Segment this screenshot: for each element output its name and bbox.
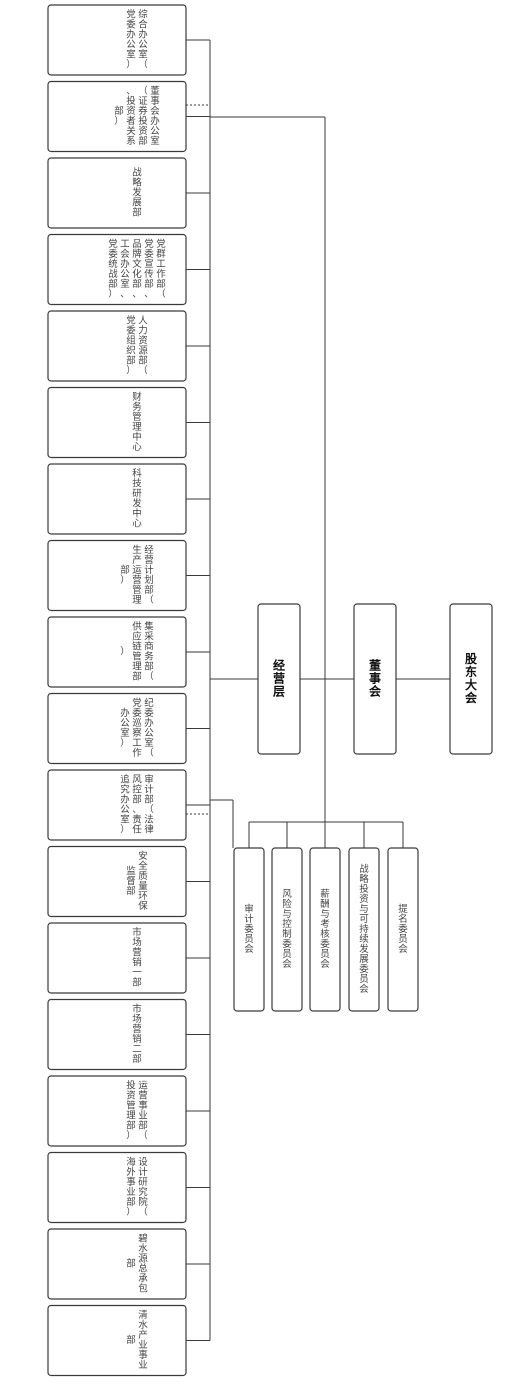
committee-box-frame <box>233 847 265 1012</box>
dept-box: 科技研发中心 <box>47 463 187 535</box>
committee-box-frame <box>309 847 341 1012</box>
dept-label: 纪委办公室（党委巡察工作办公室） <box>120 697 154 759</box>
dept-label: 综合办公室（党委办公室） <box>126 9 148 71</box>
committee-box-frame <box>348 847 380 1012</box>
shareholders-label: 股东大会 <box>465 651 478 705</box>
committee-box: 战略投资与可持续发展委员会 <box>348 847 380 1012</box>
dept-box: 运营事业部（投资管理部） <box>47 1075 187 1147</box>
dept-label: 财务管理中心 <box>132 391 142 453</box>
dept-box-frame <box>47 769 187 841</box>
dept-box-frame <box>47 616 187 688</box>
department-boxes: 综合办公室（党委办公室） 董事会办公室（证券投资部、投资者关系部） 战略发展部党群工… <box>47 4 187 1377</box>
dept-box-frame <box>47 998 187 1071</box>
management-label: 经营层 <box>273 658 285 699</box>
dept-box-frame <box>47 386 187 459</box>
dept-box-frame <box>47 1304 187 1377</box>
dept-box-frame <box>47 80 187 153</box>
committee-label: 风险与控制委员会 <box>282 889 292 970</box>
dept-box-frame <box>47 1075 187 1147</box>
committee-label: 审计委员会 <box>244 903 254 955</box>
dept-box: 综合办公室（党委办公室） <box>47 4 187 76</box>
shareholders-box: 股东大会 <box>449 603 493 755</box>
dept-label: 安全质量环保监督部 <box>126 850 148 912</box>
board-box-frame <box>353 603 397 755</box>
shareholders-box-frame <box>449 603 493 755</box>
management-box: 经营层 <box>257 603 301 755</box>
dept-box: 战略发展部 <box>47 157 187 229</box>
committee-label: 薪酬与考核委员会 <box>320 888 330 970</box>
dept-box-frame <box>47 233 187 306</box>
dept-box: 集采商务部（供应链管理部） <box>47 616 187 688</box>
dept-box-frame <box>47 692 187 765</box>
dept-box-frame <box>47 845 187 918</box>
dept-box: 人力资源部（党委组织部） <box>47 310 187 382</box>
dept-box: 董事会办公室（证券投资部、投资者关系部） <box>47 80 187 153</box>
board-label: 董事会 <box>369 658 382 699</box>
dept-box: 财务管理中心 <box>47 386 187 459</box>
dept-label: 党群工作部（党委宣传部、品牌文化部、工会办公室、党委统战部） <box>108 238 166 300</box>
dept-box: 清水产业事业部 <box>47 1304 187 1377</box>
committee-box: 薪酬与考核委员会 <box>309 847 341 1012</box>
dept-label: 科技研发中心 <box>132 468 142 530</box>
committee-boxes: 提名委员会 战略投资与可持续发展委员会 薪酬与考核委员会 风险与控制委员会 审计委员会 <box>233 847 419 1012</box>
board-box: 董事会 <box>353 603 397 755</box>
dept-label: 审计部（法律风控部、责任追究办公室） <box>120 774 154 836</box>
committee-box: 提名委员会 <box>387 847 419 1012</box>
dept-box: 市场营销一部 <box>47 922 187 994</box>
committee-box: 审计委员会 <box>233 847 265 1012</box>
dept-box: 纪委办公室（党委巡察工作办公室） <box>47 692 187 765</box>
committee-box-frame <box>271 847 303 1012</box>
dept-label: 战略发展部 <box>132 168 142 219</box>
dept-box-frame <box>47 4 187 76</box>
dept-box-frame <box>47 463 187 535</box>
dept-label: 碧水源总承包部 <box>126 1233 148 1295</box>
committee-box-frame <box>387 847 419 1012</box>
dept-box-frame <box>47 310 187 382</box>
dept-box: 安全质量环保监督部 <box>47 845 187 918</box>
dept-box-frame <box>47 157 187 229</box>
dept-box-frame <box>47 1151 187 1224</box>
committee-box: 风险与控制委员会 <box>271 847 303 1012</box>
dept-label: 市场营销一部 <box>132 927 142 989</box>
dept-box-frame <box>47 922 187 994</box>
dept-label: 集采商务部（供应链管理部） <box>120 621 154 683</box>
committee-label: 提名委员会 <box>398 903 408 955</box>
dept-box: 审计部（法律风控部、责任追究办公室） <box>47 769 187 841</box>
dept-box-frame <box>47 539 187 612</box>
dept-box: 党群工作部（党委宣传部、品牌文化部、工会办公室、党委统战部） <box>47 233 187 306</box>
dept-label: 董事会办公室（证券投资部、投资者关系部） <box>114 85 160 147</box>
dept-label: 人力资源部（党委组织部） <box>126 315 148 377</box>
dept-label: 设计研究院（海外事业部） <box>126 1156 148 1218</box>
dept-box: 设计研究院（海外事业部） <box>47 1151 187 1224</box>
dept-box: 市场营销二部 <box>47 998 187 1071</box>
committee-label: 战略投资与可持续发展委员会 <box>359 864 369 995</box>
dept-label: 运营事业部（投资管理部） <box>126 1080 148 1142</box>
dept-box-frame <box>47 1228 187 1300</box>
dept-label: 市场营销二部 <box>132 1003 142 1065</box>
dept-box: 经营计划部（生产运营管理部） <box>47 539 187 612</box>
dept-box: 碧水源总承包部 <box>47 1228 187 1300</box>
management-box-frame <box>257 603 301 755</box>
dept-label: 清水产业事业部 <box>126 1309 148 1371</box>
connector-lines <box>186 39 450 1341</box>
dept-label: 经营计划部（生产运营管理部） <box>120 544 154 606</box>
top-level-boxes: 股东大会 董事会 经营层 <box>257 603 493 755</box>
